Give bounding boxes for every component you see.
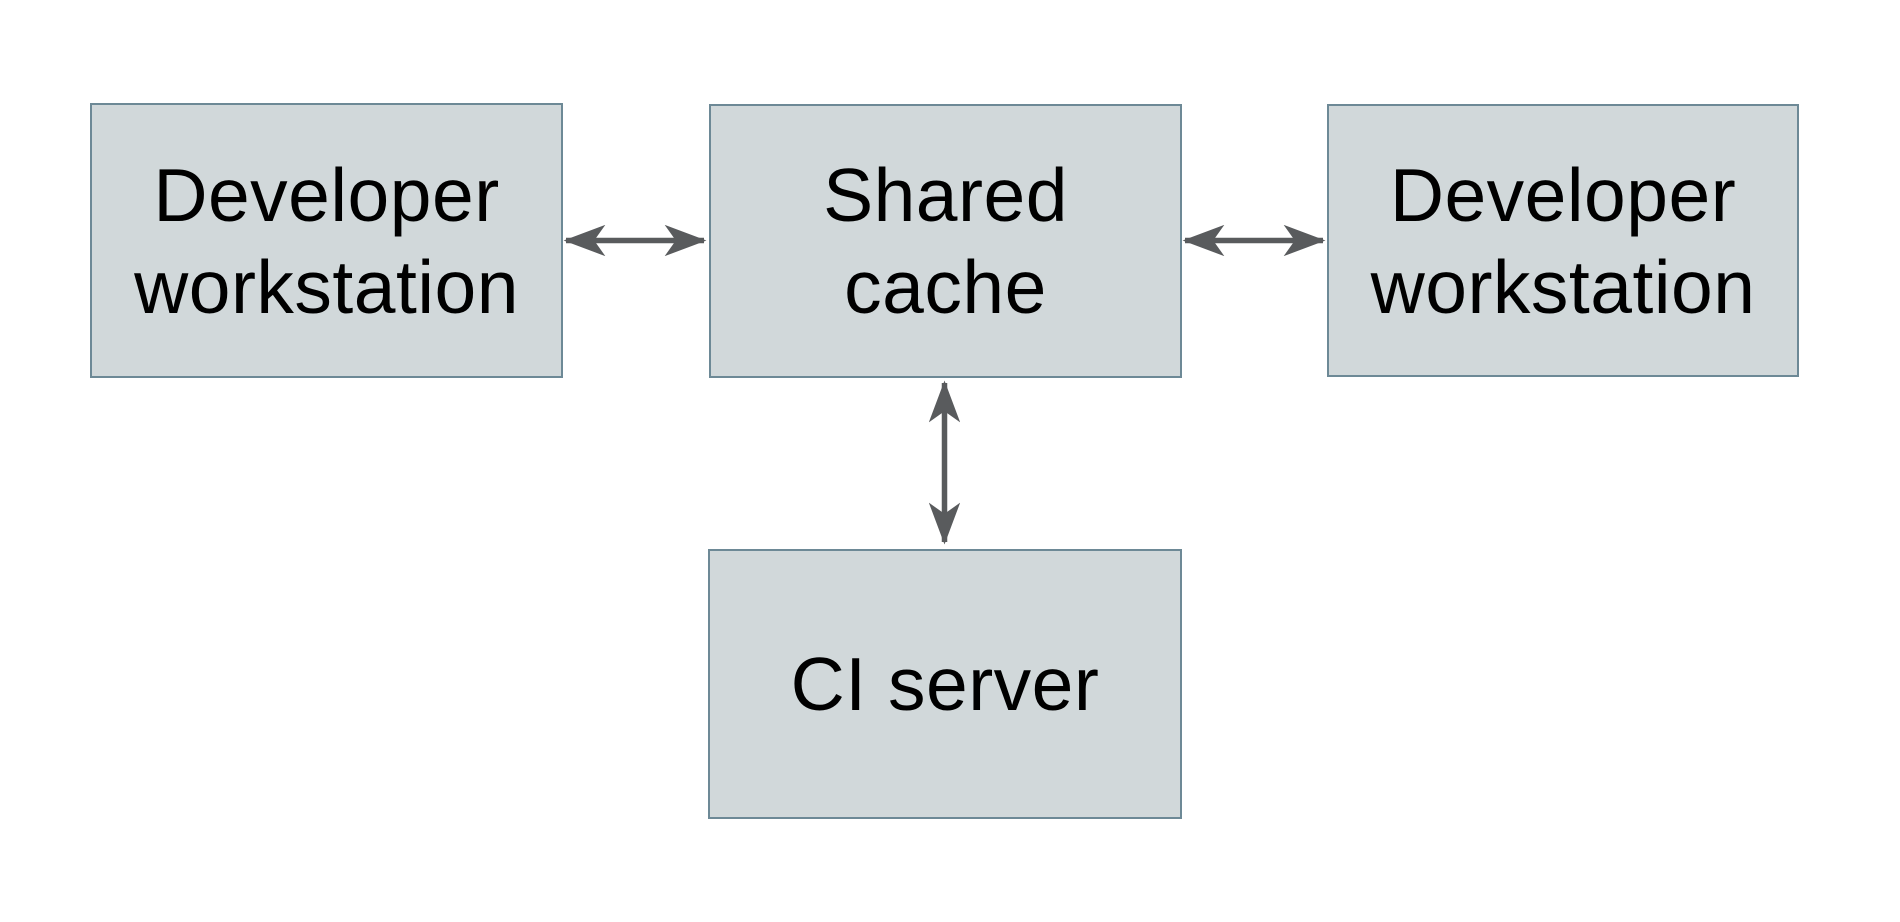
node-shared-cache: Shared cache <box>709 104 1182 378</box>
node-label-line: CI server <box>790 642 1100 726</box>
node-label-line: cache <box>844 245 1047 329</box>
node-label-line: workstation <box>134 244 519 329</box>
node-label-line: Shared <box>823 153 1068 237</box>
node-label-line: Developer <box>153 152 500 237</box>
node-ci-server: CI server <box>708 549 1182 819</box>
node-label-line: workstation <box>1370 244 1756 329</box>
node-label-line: Developer <box>1389 152 1737 237</box>
node-developer-workstation-right: Developer workstation <box>1327 104 1799 377</box>
node-developer-workstation-left: Developer workstation <box>90 103 563 378</box>
